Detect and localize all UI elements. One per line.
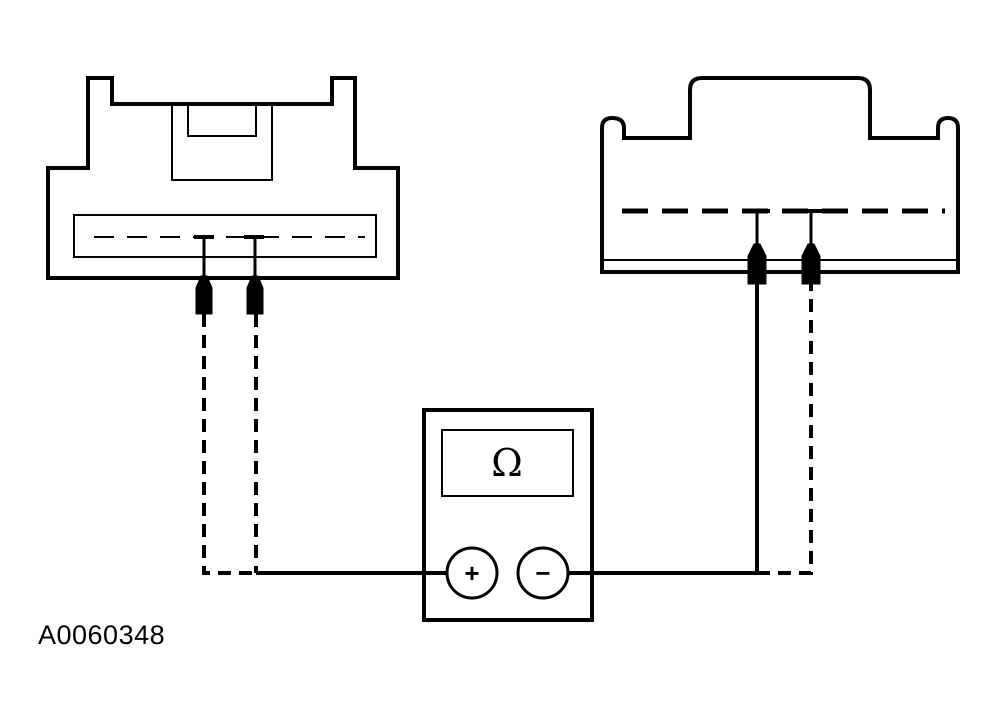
multimeter-display [441, 429, 574, 497]
multimeter: Ω + − [422, 408, 594, 622]
left-connector-pin-2 [244, 235, 264, 276]
right-probe-tip-2 [801, 243, 821, 285]
left-connector-latch [171, 104, 273, 181]
right-connector [600, 76, 960, 285]
right-connector-body [600, 76, 960, 274]
positive-terminal-label: + [464, 558, 479, 588]
left-connector-body [46, 76, 400, 280]
negative-terminal-label: − [535, 558, 550, 588]
right-connector-pin-1 [744, 209, 770, 244]
ohm-symbol: Ω [491, 441, 523, 485]
right-connector-pin-2 [798, 209, 824, 244]
right-lead-solid [568, 284, 759, 575]
right-probe-tip-1 [747, 243, 767, 285]
left-probe-tip-2 [246, 275, 264, 315]
positive-terminal [445, 546, 499, 600]
left-connector-terminal-window [73, 214, 377, 258]
multimeter-body [422, 408, 594, 622]
negative-terminal [516, 546, 570, 600]
left-connector [46, 76, 400, 315]
left-connector-latch-inner [187, 104, 257, 137]
test-leads [202, 284, 813, 575]
right-lead-dashed [757, 284, 813, 575]
left-connector-pin-1 [194, 235, 214, 276]
left-probe-tip-1 [195, 275, 213, 315]
left-lead-dashed-1 [202, 314, 256, 575]
figure-id-label: A0060348 [38, 620, 166, 650]
